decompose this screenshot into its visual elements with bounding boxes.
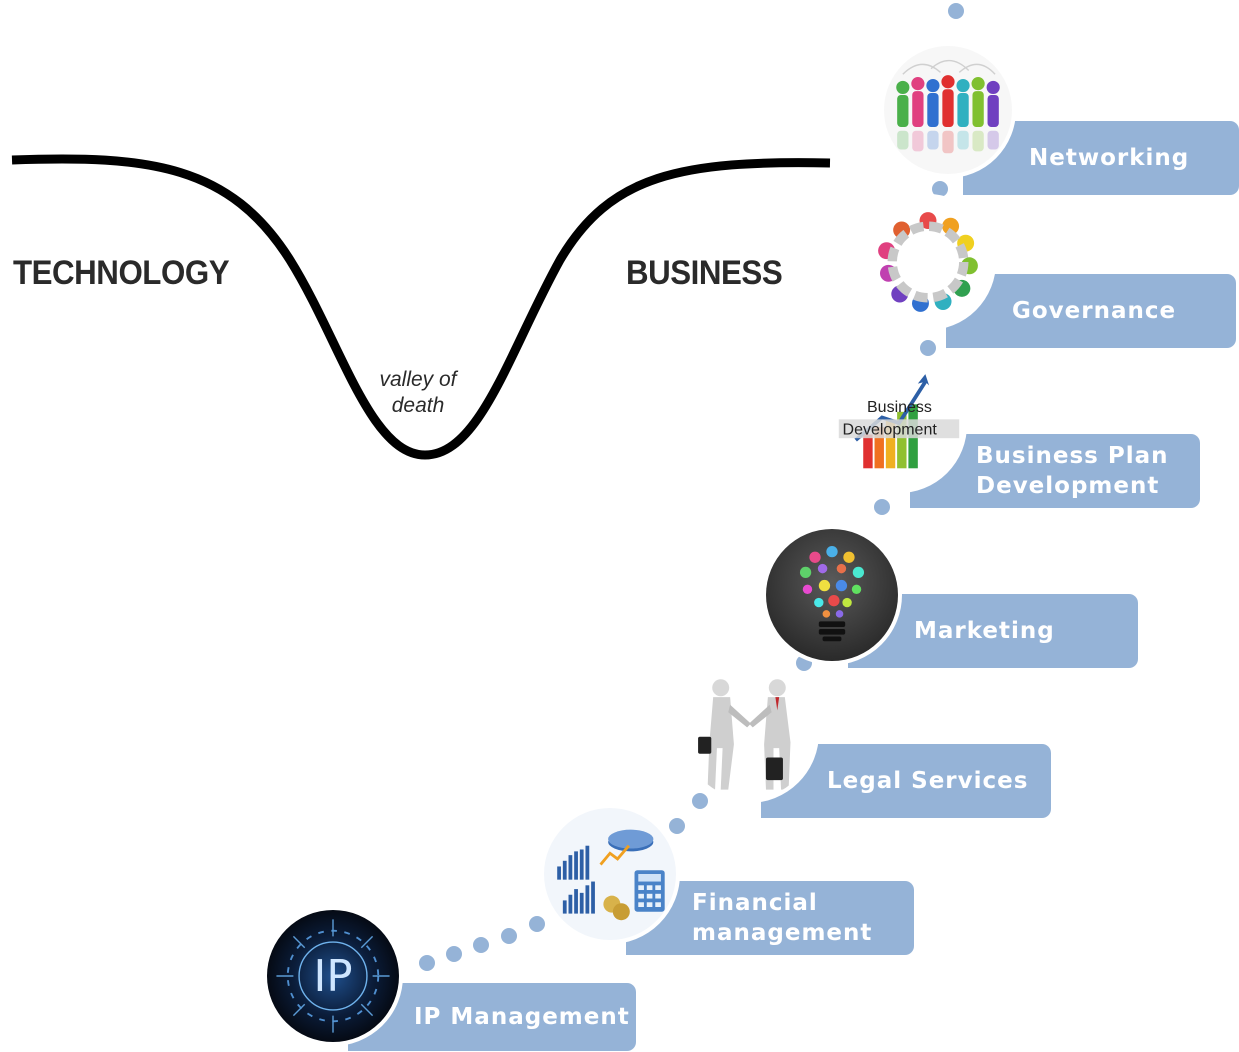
dot (920, 340, 936, 356)
valley-curve (11, 154, 831, 460)
dot (501, 928, 517, 944)
dot (446, 946, 462, 962)
step-governance[interactable]: Governance (946, 274, 1236, 348)
dot (874, 499, 890, 515)
step-label: IP Management (414, 1004, 630, 1030)
ip-icon: IP (263, 906, 403, 1046)
business-label: BUSINESS (626, 254, 783, 292)
image-text-development: Development (843, 421, 938, 438)
step-label-line1: Financial (692, 890, 818, 916)
technology-label: TECHNOLOGY (13, 254, 230, 292)
financial-charts-icon (540, 804, 680, 944)
step-label: Marketing (914, 618, 1055, 644)
step-label-line2: management (692, 920, 873, 946)
valley-of-death-label: valley of death (363, 367, 473, 419)
step-label-line2: Development (976, 473, 1160, 499)
step-label-lines: Financial management (692, 888, 872, 948)
step-label: Legal Services (827, 768, 1029, 794)
lightbulb-icon (762, 525, 902, 665)
people-network-icon (880, 42, 1016, 178)
dot (948, 3, 964, 19)
dot (419, 955, 435, 971)
step-label: Governance (1012, 298, 1177, 324)
valley-label-line2: death (391, 394, 445, 417)
dot (529, 916, 545, 932)
valley-label-line1: valley of (379, 368, 457, 391)
step-label-line1: Business Plan (976, 443, 1169, 469)
dot (473, 937, 489, 953)
handshake-icon (679, 663, 819, 803)
ip-icon-text: IP (314, 952, 353, 1002)
business-development-icon: Business Development (831, 357, 967, 493)
image-text-business: Business (867, 399, 932, 416)
step-label-lines: Business Plan Development (976, 441, 1168, 501)
step-label: Networking (1029, 145, 1190, 171)
people-circle-icon (860, 194, 996, 330)
dot (932, 181, 948, 197)
